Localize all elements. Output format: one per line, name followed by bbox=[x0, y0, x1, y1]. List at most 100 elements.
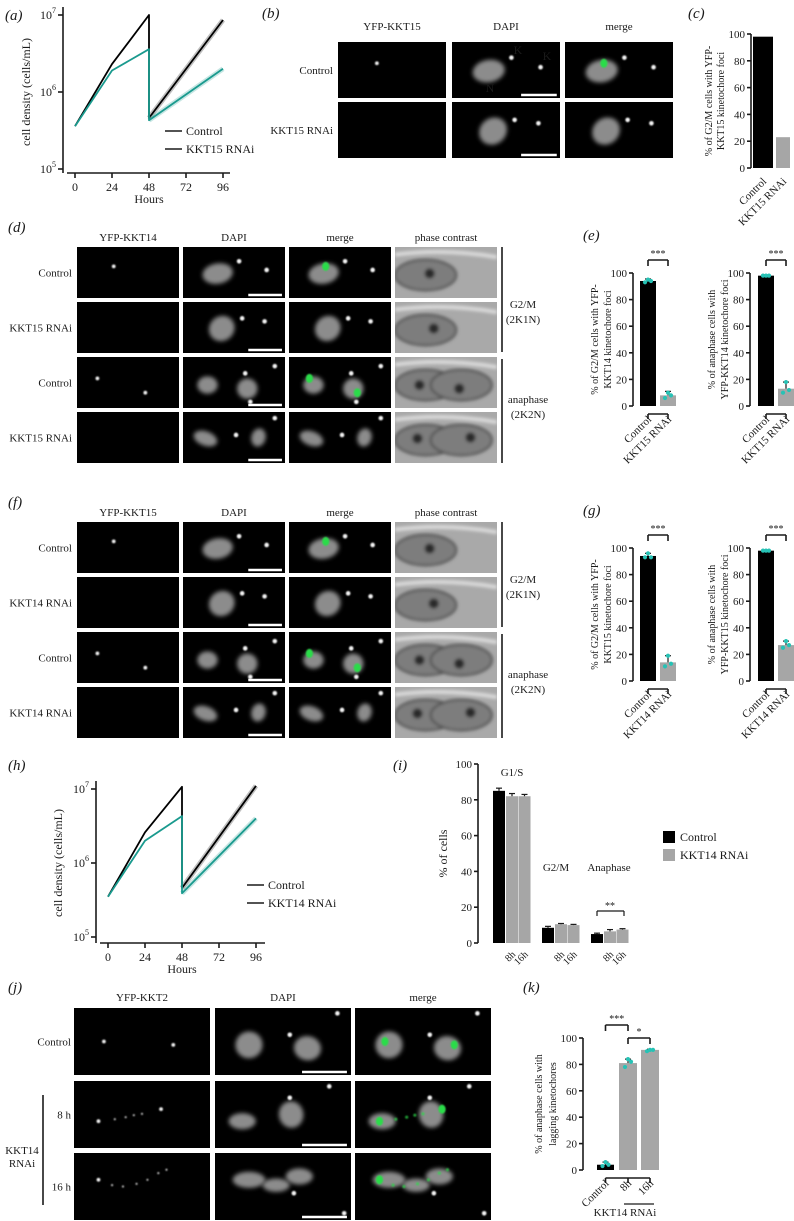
x-tick-label: 24 bbox=[139, 950, 151, 964]
bar bbox=[753, 36, 773, 169]
yfp-micrograph bbox=[77, 412, 179, 463]
replicate-point bbox=[780, 390, 786, 395]
tick-base: 10 bbox=[73, 856, 85, 870]
y-axis-label: lagging kinetochores bbox=[548, 1062, 559, 1146]
replicate-point bbox=[648, 278, 654, 284]
dapi-micrograph bbox=[183, 412, 285, 463]
replicate-point bbox=[647, 1047, 653, 1052]
replicate-point bbox=[786, 642, 792, 648]
panel-label: (i) bbox=[393, 758, 407, 774]
yfp-micrograph bbox=[77, 302, 179, 353]
replicate-point bbox=[645, 551, 651, 556]
dapi-micrograph bbox=[183, 302, 285, 353]
y-axis-label: KKT15 kinetochore foci bbox=[603, 565, 614, 664]
group-label: KKT14 bbox=[5, 1145, 39, 1157]
legend-label: Control bbox=[186, 124, 223, 138]
merge-micrograph bbox=[289, 522, 391, 573]
y-tick-label: 40 bbox=[733, 348, 745, 360]
replicate-point bbox=[783, 379, 789, 385]
replicate-point bbox=[625, 1057, 631, 1062]
dapi-micrograph bbox=[183, 357, 285, 408]
dapi-micrograph bbox=[452, 102, 560, 158]
replicate-point bbox=[662, 395, 668, 401]
y-tick-label: 60 bbox=[616, 596, 628, 608]
x-category-label: Control bbox=[579, 1178, 611, 1210]
replicate-point bbox=[763, 273, 769, 278]
replicate-point bbox=[648, 555, 654, 560]
x-tick-label: 48 bbox=[176, 950, 188, 964]
yfp-micrograph bbox=[77, 522, 179, 573]
y-axis-label: % of cells bbox=[436, 829, 450, 877]
panel-label: (b) bbox=[262, 6, 280, 22]
column-header: YFP-KKT15 bbox=[363, 21, 421, 33]
significance-label: ** bbox=[605, 901, 615, 912]
column-header: merge bbox=[409, 992, 436, 1004]
bar bbox=[619, 1063, 637, 1170]
replicate-point bbox=[642, 555, 648, 560]
y-axis-label: % of G2/M cells with YFP- bbox=[590, 559, 601, 669]
stage-sublabel: (2K1N) bbox=[506, 589, 541, 601]
series-line bbox=[107, 785, 257, 898]
tick-exponent: 6 bbox=[85, 854, 89, 863]
merge-micrograph bbox=[355, 1008, 491, 1075]
column-header: DAPI bbox=[221, 507, 247, 519]
x-axis-label: Hours bbox=[134, 192, 164, 206]
y-tick-label: 80 bbox=[616, 570, 628, 582]
bar bbox=[597, 1164, 614, 1170]
legend-swatch bbox=[663, 831, 675, 843]
y-tick-label: 100 bbox=[611, 268, 628, 280]
dapi-micrograph bbox=[183, 522, 285, 573]
y-tick-label: 0 bbox=[622, 676, 628, 688]
row-label: Control bbox=[299, 65, 333, 77]
x-tick-label: 48 bbox=[143, 180, 155, 194]
tick-base: 10 bbox=[40, 85, 52, 99]
row-label: KKT15 RNAi bbox=[9, 323, 72, 335]
bar bbox=[518, 796, 531, 943]
tick-exponent: 7 bbox=[85, 780, 89, 789]
y-tick-label: 60 bbox=[566, 1086, 578, 1098]
replicate-point bbox=[606, 1162, 611, 1167]
phase-contrast-image bbox=[395, 302, 497, 353]
y-tick-label: 0 bbox=[572, 1165, 578, 1177]
y-tick-label: 40 bbox=[734, 109, 746, 121]
y-axis-label: % of anaphase cells with bbox=[707, 290, 718, 389]
row-label: KKT15 RNAi bbox=[9, 433, 72, 445]
replicate-point bbox=[650, 1047, 656, 1052]
y-tick-label: 0 bbox=[739, 401, 745, 413]
dapi-micrograph bbox=[183, 687, 285, 738]
yfp-micrograph bbox=[74, 1008, 210, 1075]
annotation-label: K bbox=[543, 49, 552, 63]
tick-exponent: 6 bbox=[52, 83, 56, 92]
replicate-point bbox=[786, 387, 792, 393]
panel-label: (g) bbox=[583, 503, 601, 519]
tick-exponent: 7 bbox=[52, 6, 56, 15]
y-axis-label: YFP-KKT15 kinetochore foci bbox=[720, 554, 731, 674]
significance-label: *** bbox=[769, 249, 784, 260]
phase-contrast-image bbox=[395, 247, 497, 298]
legend-label: KKT14 RNAi bbox=[268, 896, 337, 910]
bar bbox=[616, 929, 629, 943]
x-axis-label: Hours bbox=[167, 962, 197, 976]
y-tick-label: 100 bbox=[561, 1033, 578, 1045]
dapi-micrograph bbox=[215, 1081, 351, 1148]
y-tick-label: 60 bbox=[616, 321, 628, 333]
y-tick-label: 106 bbox=[40, 83, 56, 99]
y-tick-label: 20 bbox=[461, 902, 473, 914]
x-tick-label: 96 bbox=[250, 950, 262, 964]
merge-micrograph bbox=[289, 247, 391, 298]
y-tick-label: 20 bbox=[566, 1139, 578, 1151]
y-axis-label: KKT14 kinetochore foci bbox=[603, 290, 614, 389]
y-tick-label: 60 bbox=[461, 831, 473, 843]
column-header: merge bbox=[605, 21, 632, 33]
x-timepoint-label: 16h bbox=[512, 949, 530, 967]
bar bbox=[542, 927, 554, 943]
panel-label: (a) bbox=[5, 8, 23, 24]
y-tick-label: 80 bbox=[616, 295, 628, 307]
merge-micrograph bbox=[289, 412, 391, 463]
y-tick-label: 107 bbox=[73, 780, 89, 796]
bar bbox=[493, 790, 505, 943]
